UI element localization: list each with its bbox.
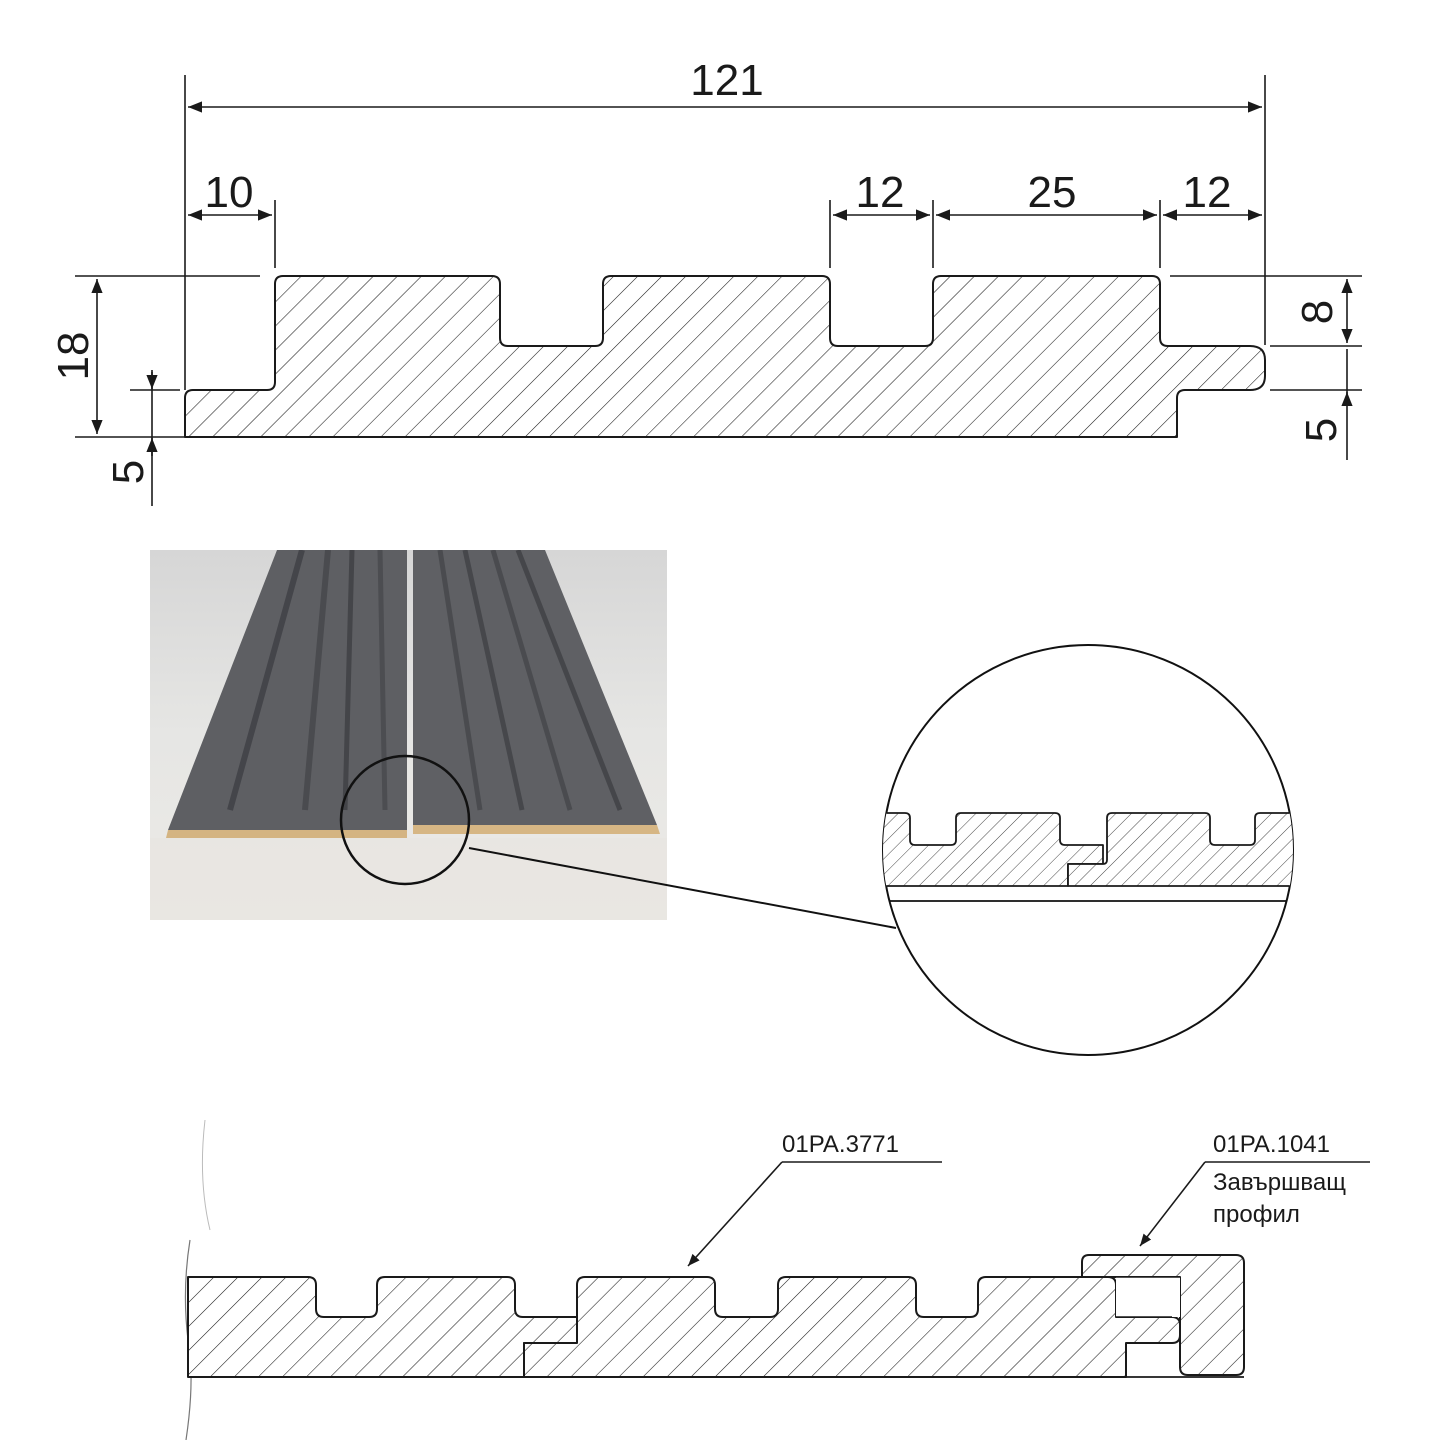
- zoom-leader-line: [468, 847, 897, 929]
- label-leader-end-profile: [1139, 1161, 1206, 1247]
- profile-cross-section: 121 10 12 25 12 18 5 8 5: [49, 56, 1362, 506]
- profile-outline: [184, 275, 1266, 438]
- label-leader-panel: [687, 1161, 783, 1267]
- assembly-panel-left: [187, 1276, 578, 1378]
- end-profile: [1081, 1254, 1245, 1376]
- groove-line: [227, 550, 305, 811]
- joint-detail-zoom: [882, 644, 1294, 1056]
- dim-tongue-offset: 25: [1028, 168, 1077, 217]
- dim-right-top: 8: [1293, 300, 1342, 324]
- label-end-profile-name-1: Завършващ: [1213, 1169, 1346, 1196]
- dim-left-offset: 10: [205, 168, 254, 217]
- photo-floor: [150, 838, 667, 920]
- photo-zoom-marker: [339, 754, 471, 886]
- label-end-profile-code: 01PA.1041: [1213, 1131, 1330, 1158]
- zoom-right-panel: [1067, 812, 1293, 887]
- dim-right-edge: 12: [1183, 168, 1232, 217]
- product-photo: [150, 550, 667, 920]
- dim-groove-width: 12: [856, 168, 905, 217]
- dim-total-width: 121: [690, 56, 763, 105]
- dim-total-height: 18: [49, 332, 98, 381]
- end-profile-gap: [1116, 1277, 1180, 1317]
- right-panel-edge: [413, 825, 660, 834]
- groove-line: [490, 550, 573, 811]
- dim-right-bottom: 5: [1297, 418, 1346, 442]
- zoom-left-panel: [883, 812, 1104, 887]
- label-panel-code: 01PA.3771: [782, 1131, 899, 1158]
- groove-line: [377, 550, 388, 811]
- groove-line: [515, 550, 623, 811]
- label-end-profile-name-2: профил: [1213, 1201, 1300, 1228]
- break-line-faint: [201, 1119, 211, 1231]
- assembly-section: 01PA.3771 01PA.1041 Завършващ профил: [184, 1119, 1370, 1440]
- groove-line: [342, 550, 355, 811]
- assembly-panel-right: [523, 1276, 1181, 1378]
- groove-line: [302, 550, 331, 811]
- groove-line: [462, 550, 525, 811]
- dim-bottom-step: 5: [104, 460, 153, 484]
- groove-line: [437, 550, 483, 811]
- left-panel-edge: [166, 830, 407, 838]
